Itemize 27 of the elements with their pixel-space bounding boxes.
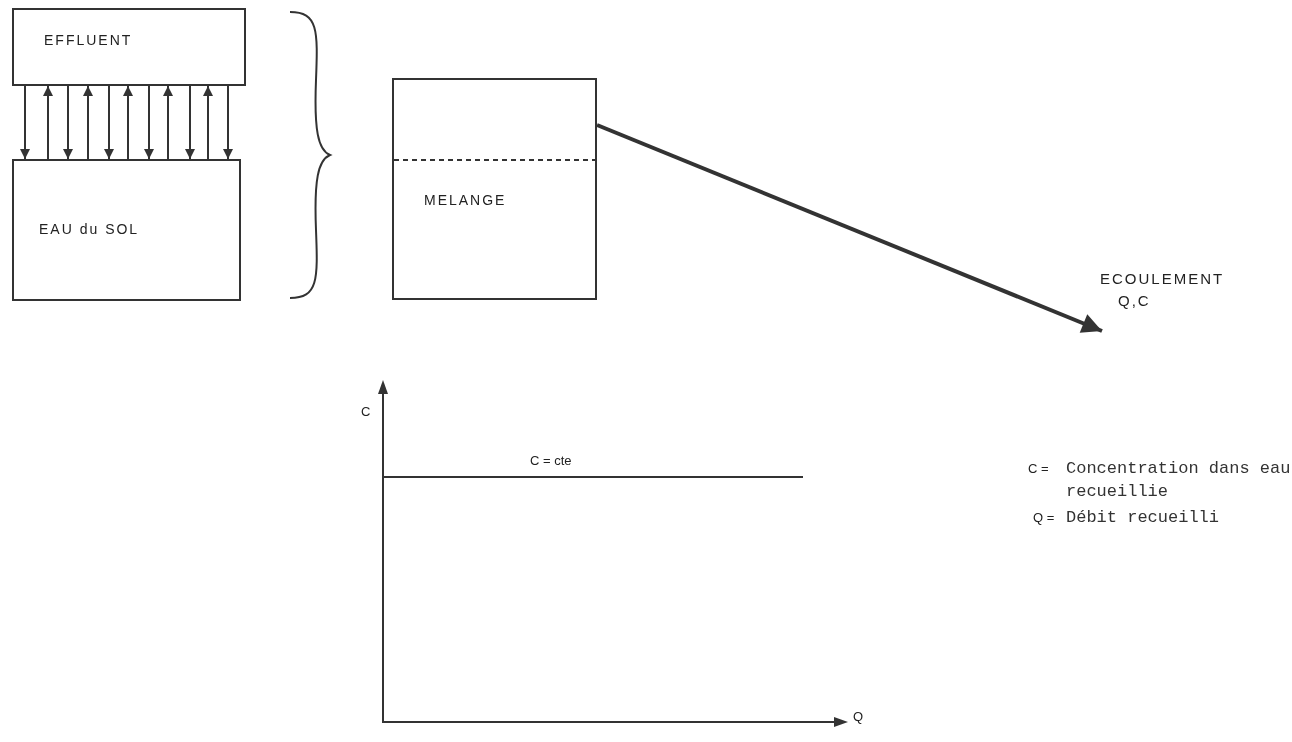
symbol-label: Q =	[1033, 509, 1055, 527]
axis-label: C	[361, 403, 371, 421]
arrow	[163, 85, 173, 160]
arrow	[83, 85, 93, 160]
definition-text: Débit recueilli	[1066, 507, 1220, 529]
arrow	[596, 123, 1103, 333]
definition-text: Concentration dans eau recueillie	[1066, 458, 1292, 503]
symbol-label: C =	[1028, 460, 1049, 478]
arrow	[203, 85, 213, 160]
arrow	[223, 85, 233, 160]
mixture-box	[392, 78, 597, 300]
box-label: MELANGE	[424, 192, 507, 208]
arrow	[104, 85, 114, 160]
arrow	[20, 85, 30, 160]
outflow-label: ECOULEMENT	[1100, 270, 1225, 287]
box-label: EAU du SOL	[39, 221, 140, 237]
flow-variables-label: Q,C	[1118, 292, 1151, 309]
soil-water-box	[12, 159, 241, 301]
axis-label: Q	[853, 708, 864, 726]
line-label: C = cte	[530, 452, 572, 470]
arrow	[43, 85, 53, 160]
effluent-box	[12, 8, 246, 86]
arrow	[144, 85, 154, 160]
arrow	[63, 85, 73, 160]
arrow	[123, 85, 133, 160]
arrow	[185, 85, 195, 160]
box-label: EFFLUENT	[44, 32, 133, 48]
